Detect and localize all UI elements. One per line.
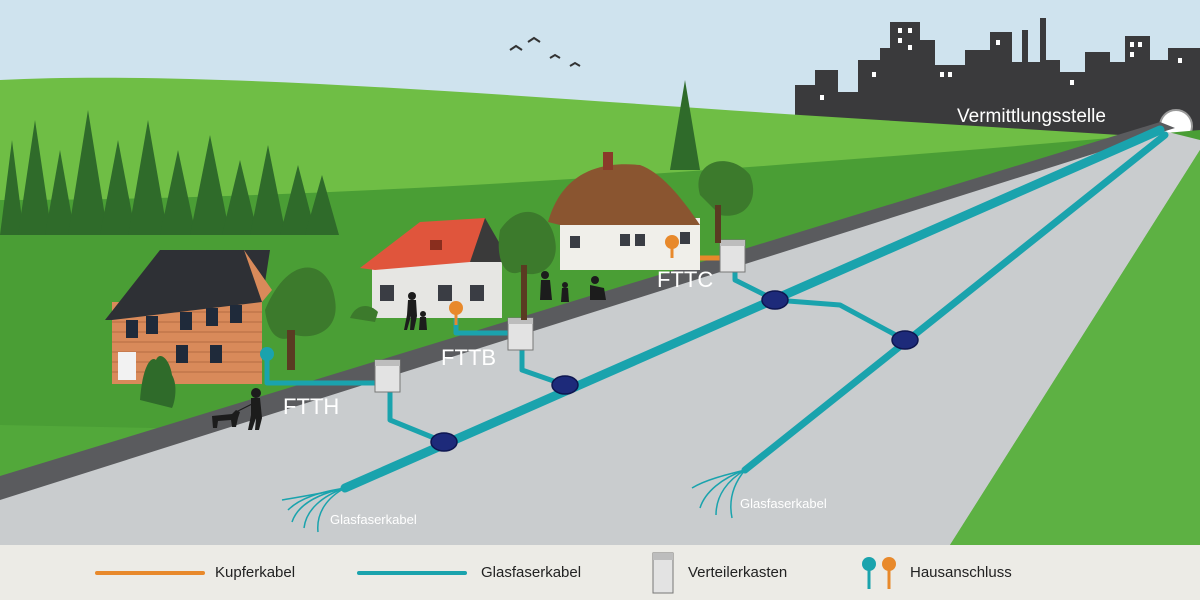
- splice-nodes: [430, 290, 919, 452]
- fttc-label: FTTC: [657, 267, 713, 292]
- person-silhouette-icon: [248, 388, 262, 430]
- house-icon: [548, 80, 754, 270]
- house-icon: [105, 250, 336, 408]
- central-office-label: Vermittlungsstelle: [957, 106, 1106, 127]
- legend: Kupferkabel Glasfaserkabel Verteilerkast…: [0, 545, 1200, 600]
- copper-line-swatch: [95, 570, 205, 575]
- fiber-fanout-right: [691, 469, 746, 519]
- right-lawn: [950, 150, 1200, 545]
- legend-label-copper: Kupferkabel: [215, 564, 296, 581]
- house-connection-pin-icon: [665, 235, 679, 258]
- road: [0, 130, 1200, 545]
- bird-icon: [509, 36, 581, 67]
- fiber-fanout-left: [281, 487, 346, 533]
- legend-item-house-connection: Hausanschluss: [860, 545, 1012, 600]
- scene: Vermittlungsstelle: [0, 0, 1200, 545]
- legend-item-distribution-box: Verteilerkasten: [652, 545, 787, 600]
- distribution-box-icon: [374, 239, 746, 393]
- ftth-label: FTTH: [283, 394, 339, 419]
- legend-item-fiber: Glasfaserkabel: [357, 545, 581, 600]
- tree-icon: [0, 110, 339, 235]
- fiber-trunk-right: [741, 131, 1169, 474]
- curb: [0, 122, 1175, 500]
- dog-icon: [212, 403, 253, 428]
- fiber-cable-label-left: Glasfaserkabel: [330, 512, 417, 527]
- fiber-line-swatch: [357, 570, 467, 575]
- house-connection-pin-icon: [260, 347, 274, 370]
- house-connection-pin-icon: [862, 556, 896, 589]
- legend-label-fiber: Glasfaserkabel: [481, 564, 582, 581]
- legend-label-house-connection: Hausanschluss: [910, 564, 1012, 581]
- legend-item-copper: Kupferkabel: [95, 545, 295, 600]
- person-silhouette-icon: [404, 292, 427, 330]
- house-connection-pin-icon: [449, 301, 463, 325]
- house-icon: [350, 211, 556, 322]
- person-silhouette-icon: [540, 271, 606, 302]
- fttb-label: FTTB: [441, 345, 496, 370]
- fiber-cable-label-right: Glasfaserkabel: [740, 496, 827, 511]
- fiber-trunk-left: [340, 125, 1165, 493]
- legend-label-distribution-box: Verteilerkasten: [688, 564, 788, 581]
- city-skyline-icon: [795, 18, 1200, 135]
- distribution-box-icon: [652, 552, 674, 593]
